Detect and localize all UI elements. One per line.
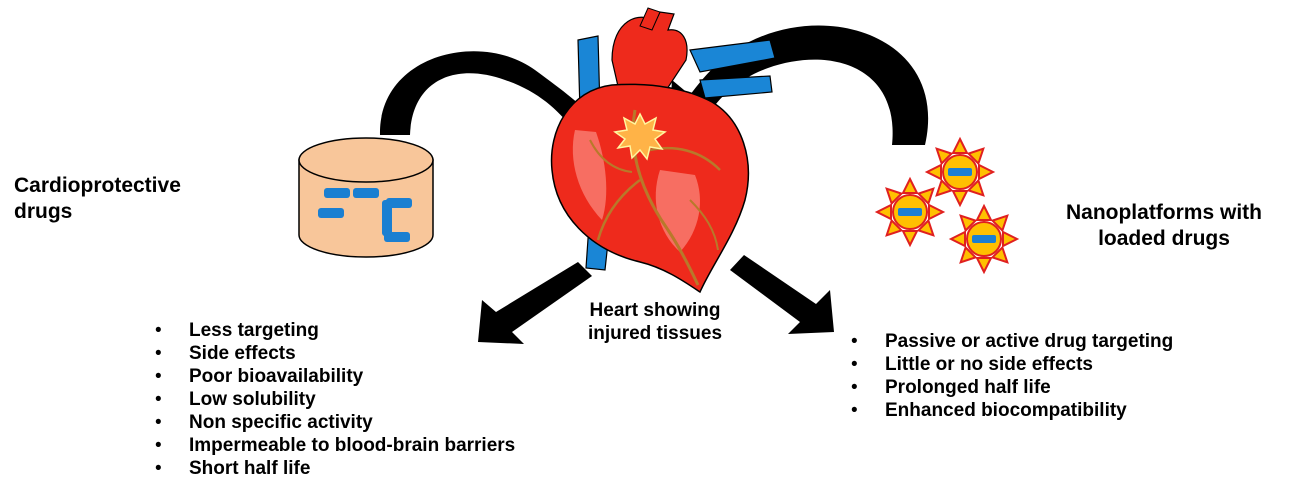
nanoparticle-spike xyxy=(953,139,967,153)
right-label: Nanoplatforms with loaded drugs xyxy=(1054,200,1274,252)
center-label-line2: injured tissues xyxy=(570,322,740,345)
list-item: Prolonged half life xyxy=(851,376,1173,399)
nanoparticle-spike xyxy=(877,205,891,219)
list-item: Low solubility xyxy=(155,388,515,411)
right-label-line1: Nanoplatforms with xyxy=(1054,200,1274,226)
list-item: Short half life xyxy=(155,457,515,480)
center-label-line1: Heart showing xyxy=(570,299,740,322)
conventional-drawbacks-list: Less targeting Side effects Poor bioavai… xyxy=(155,319,515,480)
nanoparticle-spike xyxy=(977,206,991,220)
nanoparticle-spike xyxy=(927,165,941,179)
nanoparticle-spike xyxy=(977,258,991,272)
left-label-line1: Cardioprotective xyxy=(14,173,181,199)
nanoparticle-spike xyxy=(979,165,993,179)
center-label: Heart showing injured tissues xyxy=(570,299,740,345)
right-label-line2: loaded drugs xyxy=(1054,226,1274,252)
drug-pill xyxy=(318,208,344,218)
left-label-line2: drugs xyxy=(14,199,181,225)
nanoparticle-spike xyxy=(903,179,917,193)
nanoparticle-spike xyxy=(1003,232,1017,246)
drug-pill xyxy=(353,188,379,198)
nanoparticle-icon xyxy=(877,179,943,245)
heart-icon xyxy=(552,8,775,292)
drug-container-icon xyxy=(299,138,433,257)
list-item: Little or no side effects xyxy=(851,353,1173,376)
left-label: Cardioprotective drugs xyxy=(14,173,181,225)
nanoparticle-spike xyxy=(953,191,967,205)
list-item: Non specific activity xyxy=(155,411,515,434)
drug-pill xyxy=(386,198,412,208)
nanoparticle-icon xyxy=(927,139,993,205)
drug-pill xyxy=(324,188,350,198)
nanoparticle-spike xyxy=(929,205,943,219)
list-item: Impermeable to blood-brain barriers xyxy=(155,434,515,457)
list-item: Side effects xyxy=(155,342,515,365)
drug-pill xyxy=(384,232,410,242)
list-item: Enhanced biocompatibility xyxy=(851,399,1173,422)
nanoparticle-icon xyxy=(951,206,1017,272)
nanoparticle-spike xyxy=(951,232,965,246)
nanoparticle-spike xyxy=(903,231,917,245)
list-item: Passive or active drug targeting xyxy=(851,330,1173,353)
nanoplatform-benefits-list: Passive or active drug targeting Little … xyxy=(851,330,1173,422)
list-item: Less targeting xyxy=(155,319,515,342)
list-item: Poor bioavailability xyxy=(155,365,515,388)
straight-arrow-down-right xyxy=(730,255,834,334)
